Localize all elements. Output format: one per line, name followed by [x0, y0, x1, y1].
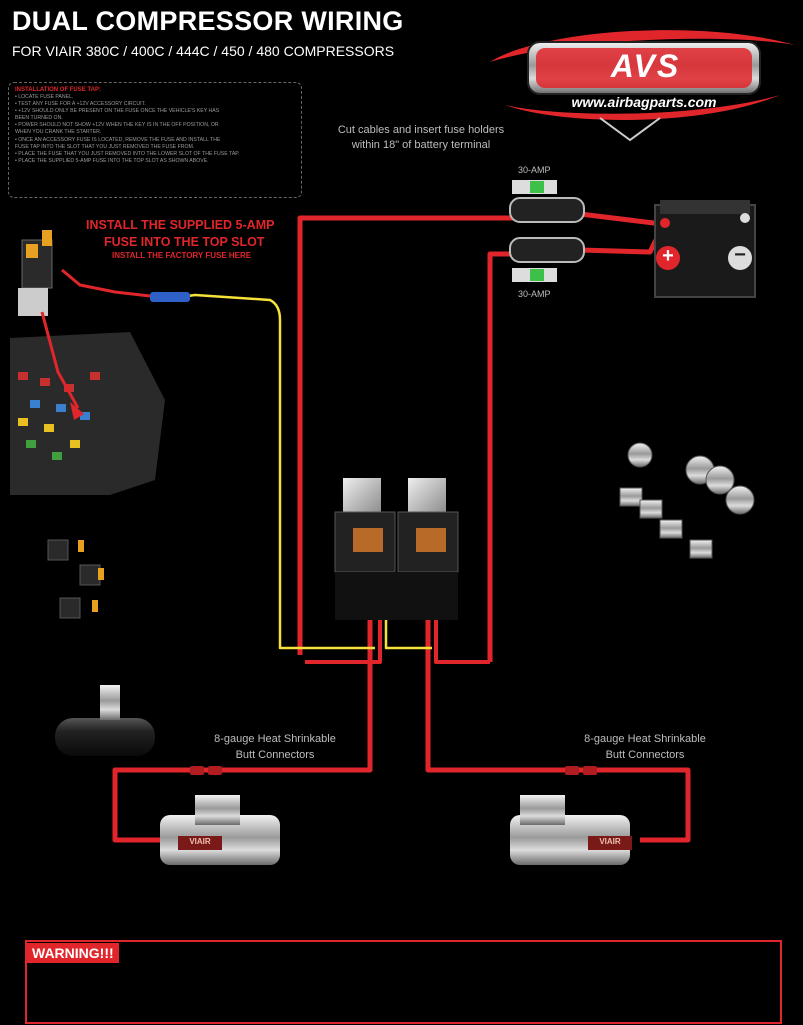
relay-assembly	[334, 478, 459, 620]
connector-label-left-line2: Butt Connectors	[235, 749, 315, 761]
instruction-step: • PLACE THE SUPPLIED 5-AMP FUSE INTO THE…	[15, 157, 209, 164]
hardware-kit	[619, 442, 755, 559]
instruction-step: WHEN YOU CRANK THE STARTER.	[15, 129, 102, 136]
instruction-step: • +12V SHOULD ONLY BE PRESENT ON THE FUS…	[15, 108, 220, 115]
fuse-tap	[18, 230, 190, 316]
instruction-step: • LOCATE FUSE PANEL.	[15, 94, 74, 100]
instruction-step: BEEN TURNED ON.	[15, 115, 63, 122]
fuse-tap-note-line3: INSTALL THE FACTORY FUSE HERE	[112, 251, 252, 260]
instruction-step: • ONCE AN ACCESSORY FUSE IS LOCATED, REM…	[15, 136, 221, 143]
warning-box	[25, 940, 782, 1024]
butt-connectors	[190, 766, 597, 775]
fuse-holders	[509, 180, 585, 282]
page-subtitle: FOR VIAIR 380C / 400C / 444C / 450 / 480…	[12, 43, 395, 59]
battery-illustration	[654, 200, 756, 298]
compressor-left	[160, 795, 280, 865]
fuse-label-bottom: 30-AMP	[518, 289, 551, 299]
brand-name: AVS	[610, 48, 681, 84]
battery-negative-symbol: −	[734, 244, 746, 266]
connector-label-right-line2: Butt Connectors	[605, 749, 685, 761]
compressor-left-brand: VIAIR	[189, 837, 211, 846]
warning-label: WARNING!!!	[27, 943, 119, 963]
page-title: DUAL COMPRESSOR WIRING	[12, 6, 404, 36]
fuse-tap-note-line2: FUSE INTO THE TOP SLOT	[104, 235, 265, 249]
instruction-step: • POWER SHOULD NOT SHOW +12V WHEN THE KE…	[15, 122, 219, 129]
fuse-panel-illustration	[10, 311, 165, 495]
connector-label-left-line1: 8-gauge Heat Shrinkable	[214, 733, 336, 745]
battery-note-line1: Cut cables and insert fuse holders	[337, 124, 505, 136]
instruction-step: • PLACE THE FUSE THAT YOU JUST REMOVED I…	[15, 150, 240, 157]
compressor-right-brand: VIAIR	[599, 837, 621, 846]
fuse-tap-note-line1: INSTALL THE SUPPLIED 5-AMP	[86, 218, 275, 232]
fuse-tap-instructions: INSTALLATION OF FUSE TAP: • LOCATE FUSE …	[8, 82, 302, 198]
brand-url: www.airbagparts.com	[571, 94, 717, 110]
instruction-step: FUSE TAP INTO THE SLOT THAT YOU JUST REM…	[15, 143, 195, 150]
avs-logo	[490, 30, 795, 142]
battery-positive-symbol: +	[662, 245, 674, 267]
battery-note-line2: within 18" of battery terminal	[351, 139, 491, 151]
spare-fuse-taps	[47, 539, 101, 619]
air-tank-illustration	[55, 685, 155, 756]
instructions-title: INSTALLATION OF FUSE TAP:	[15, 87, 101, 93]
compressor-right	[510, 795, 632, 865]
connector-label-right-line1: 8-gauge Heat Shrinkable	[584, 733, 706, 745]
instruction-step: • TEST ANY FUSE FOR A +12V ACCESSORY CIR…	[15, 101, 146, 108]
fuse-label-top: 30-AMP	[518, 165, 551, 175]
wire-harness	[61, 211, 691, 843]
